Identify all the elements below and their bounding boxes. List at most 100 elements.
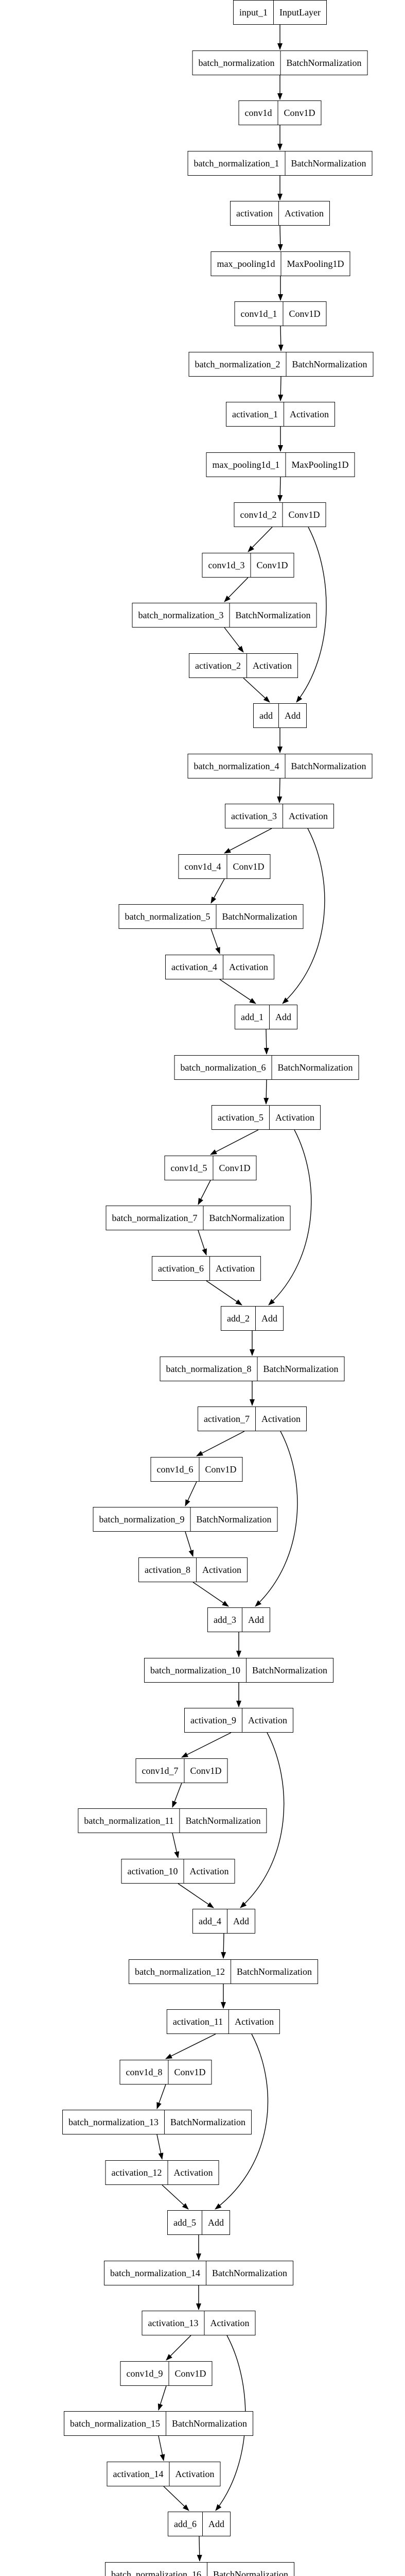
layer-name: batch_normalization_7 <box>107 1206 204 1230</box>
layer-name: conv1d_2 <box>234 503 283 527</box>
layer-name: activation_9 <box>185 1708 242 1732</box>
layer-name: add <box>254 704 279 727</box>
layer-name: activation_14 <box>108 2462 170 2486</box>
layer-type: Add <box>208 2518 224 2529</box>
layer-name: batch_normalization_4 <box>188 754 286 778</box>
layer-name: batch_normalization_6 <box>175 1056 272 1079</box>
layer-name: activation_6 <box>152 1257 210 1280</box>
layer-node-activation_9: activation_9 Activation <box>184 1708 293 1733</box>
layer-type: Add <box>275 1011 291 1022</box>
edge-batch_normalization_3-to-activation_2 <box>224 627 244 653</box>
layer-type: Activation <box>210 2317 250 2328</box>
layer-name: activation_12 <box>106 2161 168 2184</box>
layer-type: Add <box>248 1614 264 1625</box>
layer-name: conv1d_4 <box>179 855 227 878</box>
layer-name: batch_normalization_12 <box>129 1960 231 1984</box>
edge-batch_normalization_4-to-activation_3 <box>277 778 283 803</box>
layer-name: conv1d_9 <box>120 2362 169 2385</box>
layer-type: Activation <box>285 208 324 218</box>
layer-type: Activation <box>248 1715 287 1725</box>
layer-name: conv1d_5 <box>165 1156 214 1180</box>
edge-batch_normalization_7-to-activation_6 <box>198 1230 207 1256</box>
layer-name: activation_4 <box>166 955 223 979</box>
edge-activation_6-to-add_2 <box>206 1280 242 1306</box>
layer-type: MaxPooling1D <box>287 258 344 269</box>
edge-activation_5-to-conv1d_5 <box>210 1129 259 1155</box>
layer-type: BatchNormalization <box>185 1815 261 1826</box>
edge-conv1d_4-to-batch_normalization_5 <box>210 878 225 904</box>
layer-name: max_pooling1d <box>211 252 281 276</box>
layer-name: conv1d_7 <box>136 1759 185 1783</box>
layer-name: activation_10 <box>122 1859 184 1883</box>
edge-activation_13-to-conv1d_9 <box>166 2335 191 2361</box>
layer-name: activation_5 <box>212 1106 270 1129</box>
edge-activation_7-to-add_3 <box>255 1431 298 1607</box>
edge-add_4-to-batch_normalization_12 <box>221 1933 226 1959</box>
edge-batch_normalization_13-to-activation_12 <box>156 2134 164 2160</box>
layer-type: Activation <box>175 2468 215 2479</box>
layer-type: Conv1D <box>288 509 320 520</box>
layer-name: add_4 <box>193 1909 227 1933</box>
layer-type: BatchNormalization <box>172 2418 247 2429</box>
layer-name: conv1d_3 <box>202 553 251 577</box>
edge-activation_8-to-add_3 <box>192 1582 229 1607</box>
layer-name: batch_normalization_14 <box>104 2261 206 2285</box>
layer-type: BatchNormalization <box>291 760 366 771</box>
layer-node-add_1: add_1 Add <box>235 1005 297 1029</box>
layer-node-batch_normalization_10: batch_normalization_10 BatchNormalization <box>144 1658 333 1683</box>
edge-add_1-to-batch_normalization_6 <box>263 1029 269 1055</box>
edge-add_6-to-batch_normalization_16 <box>197 2536 202 2562</box>
layer-type: Conv1D <box>205 1464 237 1475</box>
layer-type: Activation <box>289 810 328 821</box>
layer-type: BatchNormalization <box>286 57 362 68</box>
layer-type: Conv1D <box>256 560 288 570</box>
edge-activation_4-to-add_1 <box>219 979 256 1004</box>
layer-name: activation_11 <box>167 2010 230 2033</box>
edge-conv1d_8-to-batch_normalization_13 <box>156 2084 166 2109</box>
layer-type: BatchNormalization <box>292 359 367 369</box>
layer-type: Conv1D <box>174 2066 206 2077</box>
layer-name: conv1d <box>239 101 278 125</box>
layer-type: Add <box>285 710 301 721</box>
edge-conv1d_7-to-batch_normalization_11 <box>172 1783 182 1808</box>
layer-type: BatchNormalization <box>222 911 297 922</box>
layer-node-conv1d_2: conv1d_2 Conv1D <box>234 502 326 527</box>
layer-type: BatchNormalization <box>252 1665 327 1675</box>
layer-name: batch_normalization_10 <box>145 1658 246 1682</box>
edge-activation_9-to-add_4 <box>240 1732 285 1908</box>
layer-type: Add <box>261 1313 277 1324</box>
layer-type: BatchNormalization <box>170 2116 245 2127</box>
layer-name: add_5 <box>168 2211 202 2234</box>
layer-name: batch_normalization_9 <box>94 1507 191 1531</box>
layer-name: add_1 <box>235 1005 270 1029</box>
edge-conv1d_2-to-conv1d_3 <box>248 527 273 552</box>
layer-name: input_1 <box>234 1 274 24</box>
layer-type: Conv1D <box>289 308 321 319</box>
layer-name: activation_2 <box>189 654 247 677</box>
layer-name: conv1d_6 <box>151 1458 200 1481</box>
edge-activation_3-to-add_1 <box>282 828 325 1004</box>
